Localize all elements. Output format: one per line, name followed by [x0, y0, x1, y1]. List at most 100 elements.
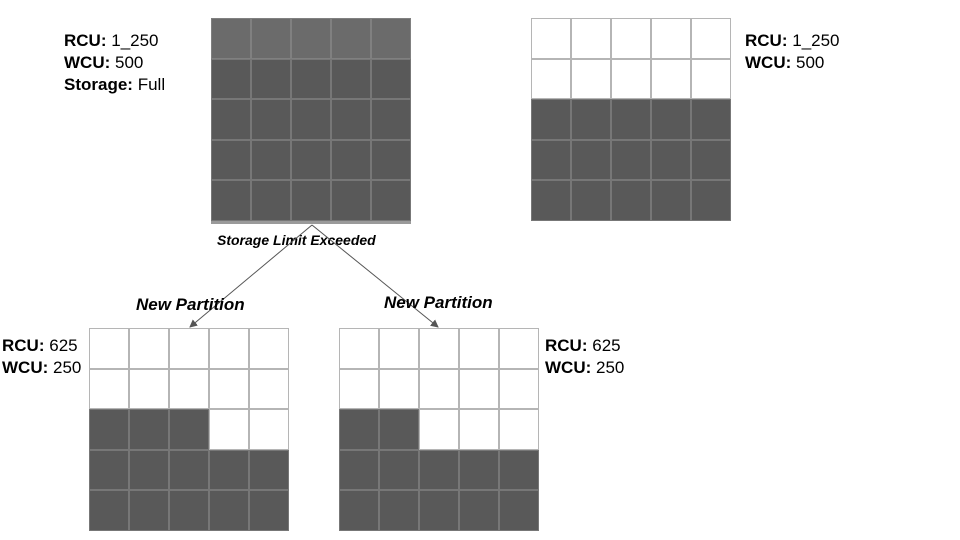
- filled-storage-cell: [211, 18, 251, 59]
- empty-storage-cell: [499, 409, 539, 450]
- rcu-value: 625: [49, 336, 78, 355]
- filled-storage-cell: [169, 409, 209, 450]
- split-arrow-left: [189, 224, 313, 328]
- empty-storage-cell: [611, 18, 651, 59]
- empty-storage-cell: [459, 409, 499, 450]
- filled-storage-cell: [531, 139, 571, 180]
- empty-storage-cell: [379, 368, 419, 409]
- new-right-partition-grid: [339, 328, 539, 531]
- empty-storage-cell: [611, 58, 651, 99]
- filled-storage-cell: [331, 99, 371, 140]
- empty-storage-cell: [209, 409, 249, 450]
- empty-storage-cell: [499, 328, 539, 369]
- storage-key: Storage:: [64, 75, 133, 94]
- filled-storage-cell: [331, 18, 371, 59]
- filled-storage-cell: [531, 99, 571, 140]
- filled-storage-cell: [691, 99, 731, 140]
- new-partition-caption-right: New Partition: [384, 293, 493, 312]
- new-left-throughput-label: RCU: 625 WCU: 250: [2, 335, 81, 379]
- empty-storage-cell: [571, 58, 611, 99]
- filled-storage-cell: [691, 139, 731, 180]
- new-partition-caption-left: New Partition: [136, 295, 245, 314]
- filled-storage-cell: [339, 409, 379, 450]
- rcu-key: RCU:: [745, 31, 788, 50]
- filled-storage-cell: [371, 58, 411, 99]
- filled-storage-cell: [211, 58, 251, 99]
- filled-storage-cell: [89, 449, 129, 490]
- empty-storage-cell: [531, 58, 571, 99]
- filled-storage-cell: [611, 139, 651, 180]
- filled-storage-cell: [339, 449, 379, 490]
- empty-storage-cell: [249, 368, 289, 409]
- empty-storage-cell: [419, 328, 459, 369]
- filled-storage-cell: [379, 490, 419, 531]
- filled-storage-cell: [129, 449, 169, 490]
- filled-storage-cell: [651, 180, 691, 221]
- rcu-value: 1_250: [792, 31, 840, 50]
- empty-storage-cell: [651, 58, 691, 99]
- wcu-key: WCU:: [545, 358, 592, 377]
- wcu-key: WCU:: [745, 53, 792, 72]
- filled-storage-cell: [89, 409, 129, 450]
- filled-storage-cell: [89, 490, 129, 531]
- filled-storage-cell: [211, 139, 251, 180]
- filled-storage-cell: [129, 409, 169, 450]
- empty-storage-cell: [571, 18, 611, 59]
- new-right-throughput-label: RCU: 625 WCU: 250: [545, 335, 624, 379]
- right-partition-grid: [531, 18, 731, 221]
- filled-storage-cell: [209, 449, 249, 490]
- wcu-key: WCU:: [64, 53, 111, 72]
- empty-storage-cell: [459, 328, 499, 369]
- wcu-value: 500: [115, 53, 144, 72]
- filled-storage-cell: [251, 99, 291, 140]
- empty-storage-cell: [249, 328, 289, 369]
- filled-storage-cell: [571, 99, 611, 140]
- filled-storage-cell: [249, 490, 289, 531]
- filled-storage-cell: [651, 139, 691, 180]
- wcu-key: WCU:: [2, 358, 49, 377]
- filled-storage-cell: [419, 449, 459, 490]
- empty-storage-cell: [419, 409, 459, 450]
- empty-storage-cell: [339, 368, 379, 409]
- empty-storage-cell: [339, 328, 379, 369]
- filled-storage-cell: [611, 99, 651, 140]
- filled-storage-cell: [419, 490, 459, 531]
- filled-storage-cell: [651, 99, 691, 140]
- storage-value: Full: [137, 75, 166, 94]
- original-throughput-label: RCU: 1_250 WCU: 500 Storage: Full: [64, 30, 165, 96]
- rcu-key: RCU:: [545, 336, 588, 355]
- empty-storage-cell: [129, 328, 169, 369]
- filled-storage-cell: [531, 180, 571, 221]
- filled-storage-cell: [251, 58, 291, 99]
- filled-storage-cell: [211, 180, 251, 221]
- filled-storage-cell: [169, 449, 209, 490]
- filled-storage-cell: [379, 449, 419, 490]
- filled-storage-cell: [169, 490, 209, 531]
- filled-storage-cell: [371, 180, 411, 221]
- empty-storage-cell: [209, 328, 249, 369]
- filled-storage-cell: [291, 139, 331, 180]
- right-throughput-label: RCU: 1_250 WCU: 500: [745, 30, 840, 74]
- empty-storage-cell: [89, 368, 129, 409]
- filled-storage-cell: [331, 139, 371, 180]
- filled-storage-cell: [249, 449, 289, 490]
- empty-storage-cell: [459, 368, 499, 409]
- original-partition-grid: [211, 18, 411, 224]
- filled-storage-cell: [291, 99, 331, 140]
- wcu-value: 500: [796, 53, 825, 72]
- filled-storage-cell: [371, 18, 411, 59]
- filled-storage-cell: [571, 180, 611, 221]
- empty-storage-cell: [499, 368, 539, 409]
- filled-storage-cell: [371, 139, 411, 180]
- new-left-partition-grid: [89, 328, 289, 531]
- filled-storage-cell: [459, 490, 499, 531]
- empty-storage-cell: [651, 18, 691, 59]
- empty-storage-cell: [249, 409, 289, 450]
- filled-storage-cell: [129, 490, 169, 531]
- filled-storage-cell: [691, 180, 731, 221]
- filled-storage-cell: [291, 18, 331, 59]
- wcu-value: 250: [53, 358, 82, 377]
- empty-storage-cell: [89, 328, 129, 369]
- rcu-value: 625: [592, 336, 621, 355]
- empty-storage-cell: [379, 328, 419, 369]
